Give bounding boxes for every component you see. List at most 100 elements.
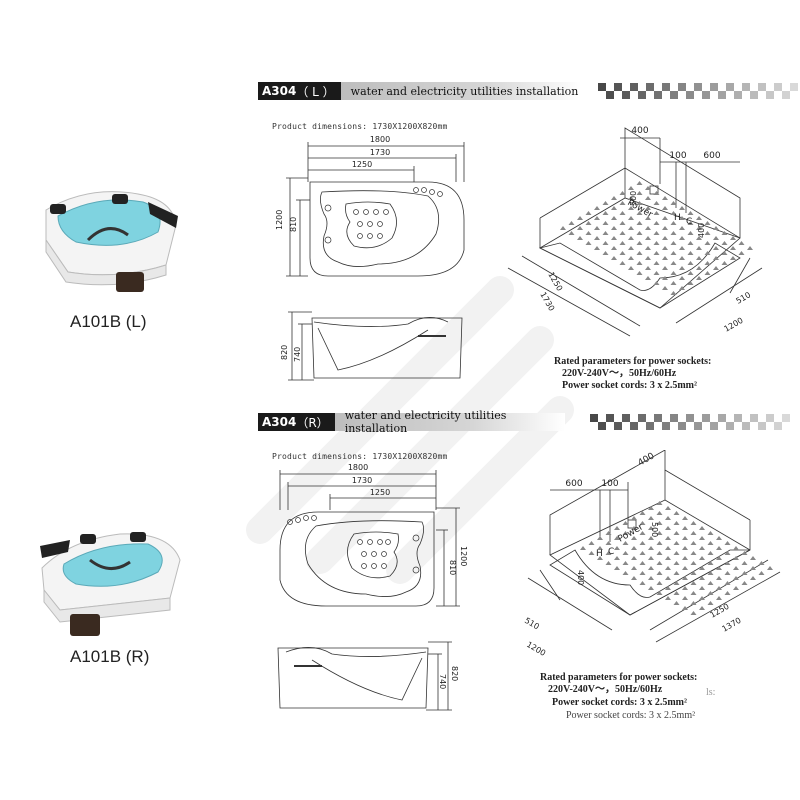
floor-tile-mark [614, 546, 620, 550]
floor-tile-mark [679, 216, 685, 220]
floor-tile-mark [631, 526, 637, 530]
floor-tile-mark [656, 521, 663, 525]
floor-tile-mark [597, 556, 603, 560]
floor-tile-mark [619, 251, 626, 255]
section-r-plan-drawing: 1800 1730 1250 810 1200 [279, 463, 468, 607]
floor-tile-mark [662, 206, 668, 210]
section-l-rated-title: Rated parameters for power sockets: [554, 356, 712, 367]
floor-tile-mark [605, 531, 612, 535]
floor-tile-mark [690, 521, 697, 525]
section-l-header: A304 （ L ） water and electricity utiliti… [258, 82, 581, 100]
floor-tile-mark [699, 586, 705, 590]
floor-tile-mark [648, 566, 654, 570]
floor-tile-mark [741, 571, 748, 575]
floor-tile-mark [699, 566, 705, 570]
floor-tile-mark [588, 541, 595, 545]
floor-tile-mark [670, 241, 677, 245]
floor-tile-mark [733, 556, 739, 560]
dim-1800: 1800 [348, 463, 368, 472]
floor-tile-mark [636, 191, 643, 195]
dim-810: 810 [289, 217, 298, 232]
floor-tile-mark [713, 256, 719, 260]
floor-tile-mark [707, 561, 714, 565]
header-model-text: A304 [262, 415, 297, 429]
floor-tile-mark [602, 251, 609, 255]
floor-tile-mark [631, 536, 637, 540]
room-label-c: C [608, 547, 614, 557]
floor-tile-mark [662, 196, 668, 200]
floor-tile-mark [707, 581, 714, 585]
floor-tile-mark [721, 231, 728, 235]
room-dim-600: 600 [703, 151, 720, 161]
floor-tile-mark [716, 546, 722, 550]
floor-tile-mark [679, 266, 685, 270]
floor-tile-mark [679, 256, 685, 260]
floor-tile-mark [639, 511, 646, 515]
floor-tile-mark [665, 566, 671, 570]
floor-tile-mark [628, 186, 634, 190]
floor-tile-mark [636, 231, 643, 235]
dim-810: 810 [448, 560, 457, 575]
floor-tile-mark [656, 571, 663, 575]
floor-tile-mark [614, 556, 620, 560]
floor-tile-mark [733, 576, 739, 580]
floor-tile-mark [628, 266, 634, 270]
floor-tile-mark [594, 236, 600, 240]
floor-tile-mark [716, 536, 722, 540]
floor-tile-mark [690, 601, 697, 605]
floor-tile-mark [724, 541, 731, 545]
floor-tile-mark [662, 246, 668, 250]
dim-1800: 1800 [370, 135, 390, 144]
floor-tile-mark [636, 241, 643, 245]
floor-tile-mark [656, 541, 663, 545]
floor-tile-mark [653, 261, 660, 265]
floor-tile-mark [758, 571, 765, 575]
dim-1200: 1200 [459, 546, 468, 566]
floor-tile-mark [585, 221, 592, 225]
room-dim-400: 400 [637, 451, 657, 468]
floor-tile-mark [738, 241, 745, 245]
dim-1200: 1200 [275, 210, 284, 230]
floor-tile-mark [662, 236, 668, 240]
section-l-checker-decoration [598, 83, 798, 99]
floor-tile-mark [619, 261, 626, 265]
floor-tile-mark [597, 536, 603, 540]
floor-tile-mark [602, 211, 609, 215]
floor-tile-mark [588, 551, 595, 555]
floor-tile-mark [611, 226, 617, 230]
floor-tile-mark [662, 266, 668, 270]
floor-tile-mark [721, 241, 728, 245]
floor-tile-mark [619, 221, 626, 225]
floor-tile-mark [645, 236, 651, 240]
floor-tile-mark [653, 221, 660, 225]
floor-tile-mark [670, 291, 677, 295]
floor-tile-mark [636, 251, 643, 255]
floor-tile-mark [682, 526, 688, 530]
room-label-c: C [686, 217, 692, 227]
floor-tile-mark [628, 246, 634, 250]
floor-tile-mark [699, 526, 705, 530]
floor-tile-mark [670, 211, 677, 215]
floor-tile-mark [656, 511, 663, 515]
floor-tile-mark [605, 541, 612, 545]
floor-tile-mark [662, 256, 668, 260]
floor-tile-mark [597, 546, 603, 550]
floor-tile-mark [645, 276, 651, 280]
dim-740: 740 [293, 347, 302, 362]
floor-tile-mark [614, 526, 620, 530]
section-r-header-model: A304 （R） [258, 413, 335, 431]
floor-tile-mark [682, 536, 688, 540]
floor-tile-mark [704, 261, 711, 265]
floor-tile-mark [690, 591, 697, 595]
floor-tile-mark [636, 221, 643, 225]
floor-tile-mark [622, 531, 629, 535]
floor-tile-mark [662, 226, 668, 230]
floor-tile-mark [687, 221, 694, 225]
floor-tile-mark [696, 216, 702, 220]
floor-tile-mark [733, 566, 739, 570]
floor-tile-mark [645, 196, 651, 200]
floor-tile-mark [687, 261, 694, 265]
floor-tile-mark [738, 251, 745, 255]
floor-tile-mark [687, 251, 694, 255]
floor-tile-mark [690, 541, 697, 545]
